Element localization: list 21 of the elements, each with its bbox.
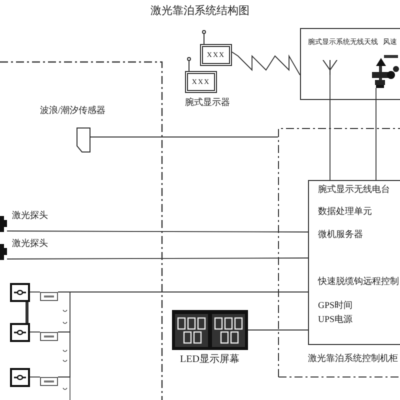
wireless-link [232,52,300,76]
cable-line [58,332,70,378]
cable-line [6,230,308,232]
panel-item: 腕式显示无线电台 [318,184,390,195]
cabinet-label: 激光靠泊系统控制机柜 [308,353,398,364]
cable-line [26,302,28,323]
cable-line [30,376,40,378]
panel-item: 微机服务器 [318,229,363,240]
panel-item: UPS电源 [318,314,353,325]
probe-label: 激光探头 [12,238,48,249]
screen-label: LED显示屏幕 [180,354,240,366]
panel-item: 数据处理单元 [318,206,372,217]
cable-line [58,292,70,332]
probe-label: 激光探头 [12,210,48,221]
sensor-label: 波浪/潮汐传感器 [40,105,106,116]
panel-item: 快速脱缆钩远程控制 [318,276,399,287]
cable-line [6,258,308,260]
cable-line [90,136,278,138]
panel-item: GPS时间 [318,300,353,311]
device-caption: 腕式显示器 [185,97,230,108]
title: 激光靠泊系统结构图 [150,4,250,18]
